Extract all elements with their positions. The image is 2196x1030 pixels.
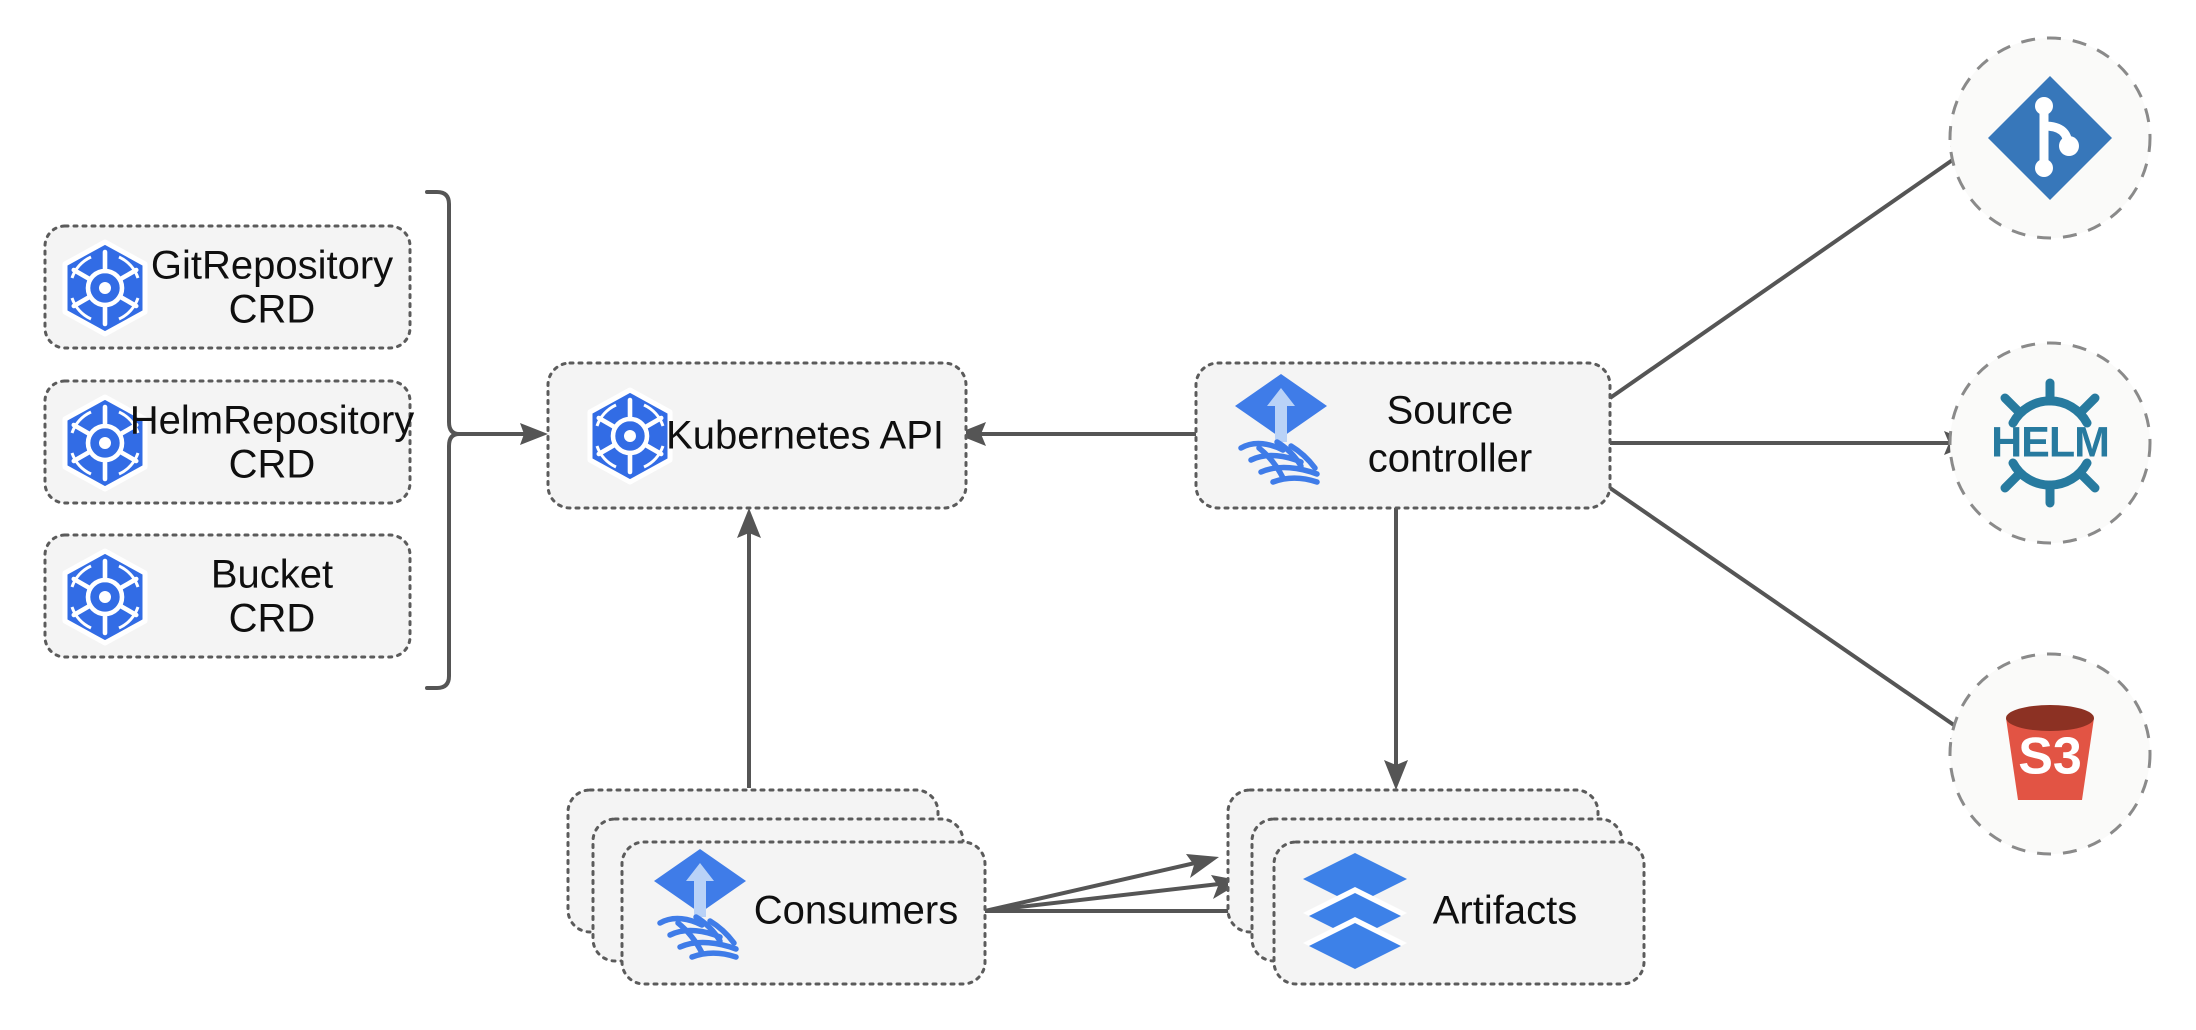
node-label-line1: Source xyxy=(1387,389,1514,433)
node-artifacts[interactable]: Artifacts xyxy=(1226,788,1646,986)
crd-label-line2: CRD xyxy=(229,288,316,332)
node-helm-source[interactable] xyxy=(1948,341,2152,545)
crd-group-brace xyxy=(425,190,460,690)
edge-consumers-to-artifacts-1 xyxy=(984,854,1219,913)
kubernetes-icon xyxy=(65,551,145,643)
node-kubernetes-api[interactable]: Kubernetes API xyxy=(546,361,968,510)
edge-crds-to-kubernetes-api xyxy=(455,423,548,445)
edge-source-controller-to-s3 xyxy=(1608,486,1982,745)
edge-source-controller-to-artifacts xyxy=(1384,508,1408,790)
crd-label-line2: CRD xyxy=(229,443,316,487)
node-label: Kubernetes API xyxy=(666,414,944,458)
node-source-controller[interactable]: Source controller xyxy=(1194,361,1612,510)
node-label: Artifacts xyxy=(1433,889,1577,933)
crd-label-line1: HelmRepository xyxy=(130,399,415,443)
crd-label-line1: GitRepository xyxy=(151,244,393,288)
node-git-source[interactable] xyxy=(1948,36,2152,240)
crd-label-line2: CRD xyxy=(229,597,316,641)
crd-box-helmrepository[interactable]: HelmRepository CRD xyxy=(43,379,415,505)
edge-consumers-to-kubernetes-api xyxy=(737,508,761,788)
node-s3-source[interactable] xyxy=(1948,652,2152,856)
node-label-line2: controller xyxy=(1368,437,1533,481)
kubernetes-icon xyxy=(590,390,670,482)
edge-source-controller-to-git xyxy=(1608,140,1982,400)
crd-box-gitrepository[interactable]: GitRepository CRD xyxy=(43,224,412,350)
crd-label-line1: Bucket xyxy=(211,553,333,597)
helm-icon xyxy=(1991,383,2109,503)
node-label: Consumers xyxy=(754,889,959,933)
kubernetes-icon xyxy=(65,242,145,334)
crd-box-bucket[interactable]: Bucket CRD xyxy=(43,533,412,659)
node-consumers[interactable]: Consumers xyxy=(566,788,987,986)
crd-group: GitRepository CRD HelmRepository CRD Buc… xyxy=(43,224,415,659)
s3-bucket-icon xyxy=(2006,705,2094,800)
edge-source-controller-to-helm xyxy=(1610,431,1974,455)
edge-source-controller-to-kubernetes-api xyxy=(956,422,1196,446)
